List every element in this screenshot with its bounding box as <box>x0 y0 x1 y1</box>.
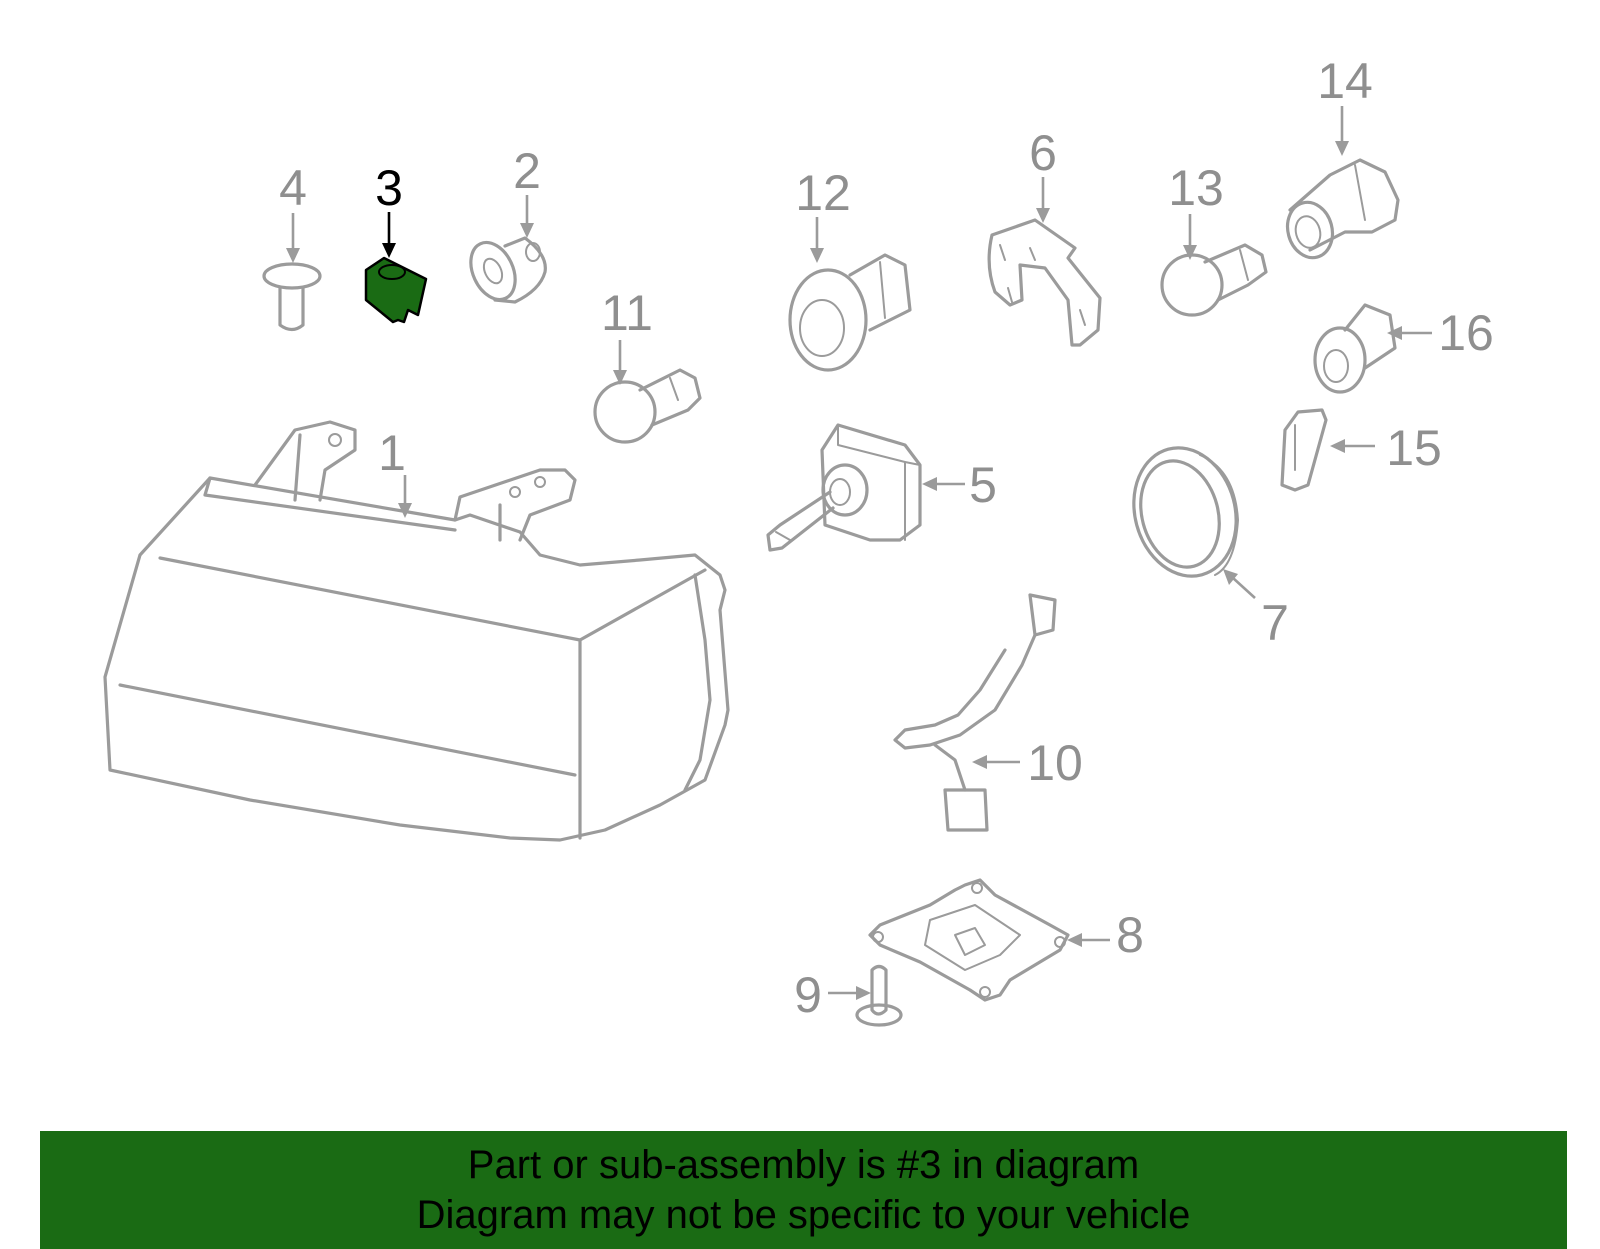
callout-9: 9 <box>794 967 871 1023</box>
part-4-push-pin[interactable] <box>262 262 322 332</box>
callout-12: 12 <box>795 165 851 263</box>
callout-7-label: 7 <box>1261 595 1289 651</box>
callout-1-label: 1 <box>378 425 406 481</box>
callout-3: 3 <box>375 160 403 258</box>
callout-11: 11 <box>601 285 653 385</box>
callout-1: 1 <box>378 425 412 518</box>
callout-11-label: 11 <box>601 285 653 341</box>
callout-13-label: 13 <box>1168 160 1224 216</box>
part-8-ballast-mount[interactable] <box>868 878 1070 1002</box>
callout-13: 13 <box>1168 160 1224 260</box>
callout-9-label: 9 <box>794 967 822 1023</box>
callout-8-label: 8 <box>1116 907 1144 963</box>
part-10-wiring-harness[interactable] <box>893 593 1057 832</box>
part-5-hid-bulb[interactable] <box>766 423 922 552</box>
banner-part-note: Part or sub-assembly is #3 in diagram <box>467 1143 1140 1187</box>
callout-2-label: 2 <box>513 143 541 199</box>
callout-14: 14 <box>1317 53 1373 156</box>
info-banner: Part or sub-assembly is #3 in diagram Di… <box>40 1131 1567 1249</box>
callout-8: 8 <box>1067 907 1144 963</box>
part-7-ring[interactable] <box>1120 436 1250 587</box>
callout-4: 4 <box>279 160 307 263</box>
callout-6: 6 <box>1029 125 1057 223</box>
callout-12-label: 12 <box>795 165 851 221</box>
callout-16-label: 16 <box>1438 305 1494 361</box>
part-3-bracket-highlighted[interactable] <box>364 256 428 324</box>
part-16-socket[interactable] <box>1313 303 1397 394</box>
part-13-bulb[interactable] <box>1160 243 1268 317</box>
callout-7: 7 <box>1223 569 1289 651</box>
part-11-bulb[interactable] <box>593 368 702 444</box>
callout-2: 2 <box>513 143 541 238</box>
callout-14-label: 14 <box>1317 53 1373 109</box>
part-6-bracket[interactable] <box>987 218 1102 347</box>
part-1-headlamp-assembly[interactable] <box>103 420 730 842</box>
callout-6-label: 6 <box>1029 125 1057 181</box>
callout-5-label: 5 <box>969 457 997 513</box>
callout-3-label: 3 <box>375 160 403 216</box>
banner-disclaimer: Diagram may not be specific to your vehi… <box>416 1193 1191 1237</box>
part-12-socket[interactable] <box>788 253 912 372</box>
part-9-stud[interactable] <box>855 964 903 1027</box>
callout-15-label: 15 <box>1386 420 1442 476</box>
callout-5: 5 <box>922 457 997 513</box>
callout-16: 16 <box>1387 305 1494 361</box>
callout-10-label: 10 <box>1027 735 1083 791</box>
callout-10: 10 <box>972 735 1083 791</box>
part-15-wedge-bulb[interactable] <box>1280 408 1328 492</box>
callout-4-label: 4 <box>279 160 307 216</box>
part-2-grommet[interactable] <box>462 235 547 306</box>
part-14-socket[interactable] <box>1282 158 1400 263</box>
callout-15: 15 <box>1330 420 1442 476</box>
